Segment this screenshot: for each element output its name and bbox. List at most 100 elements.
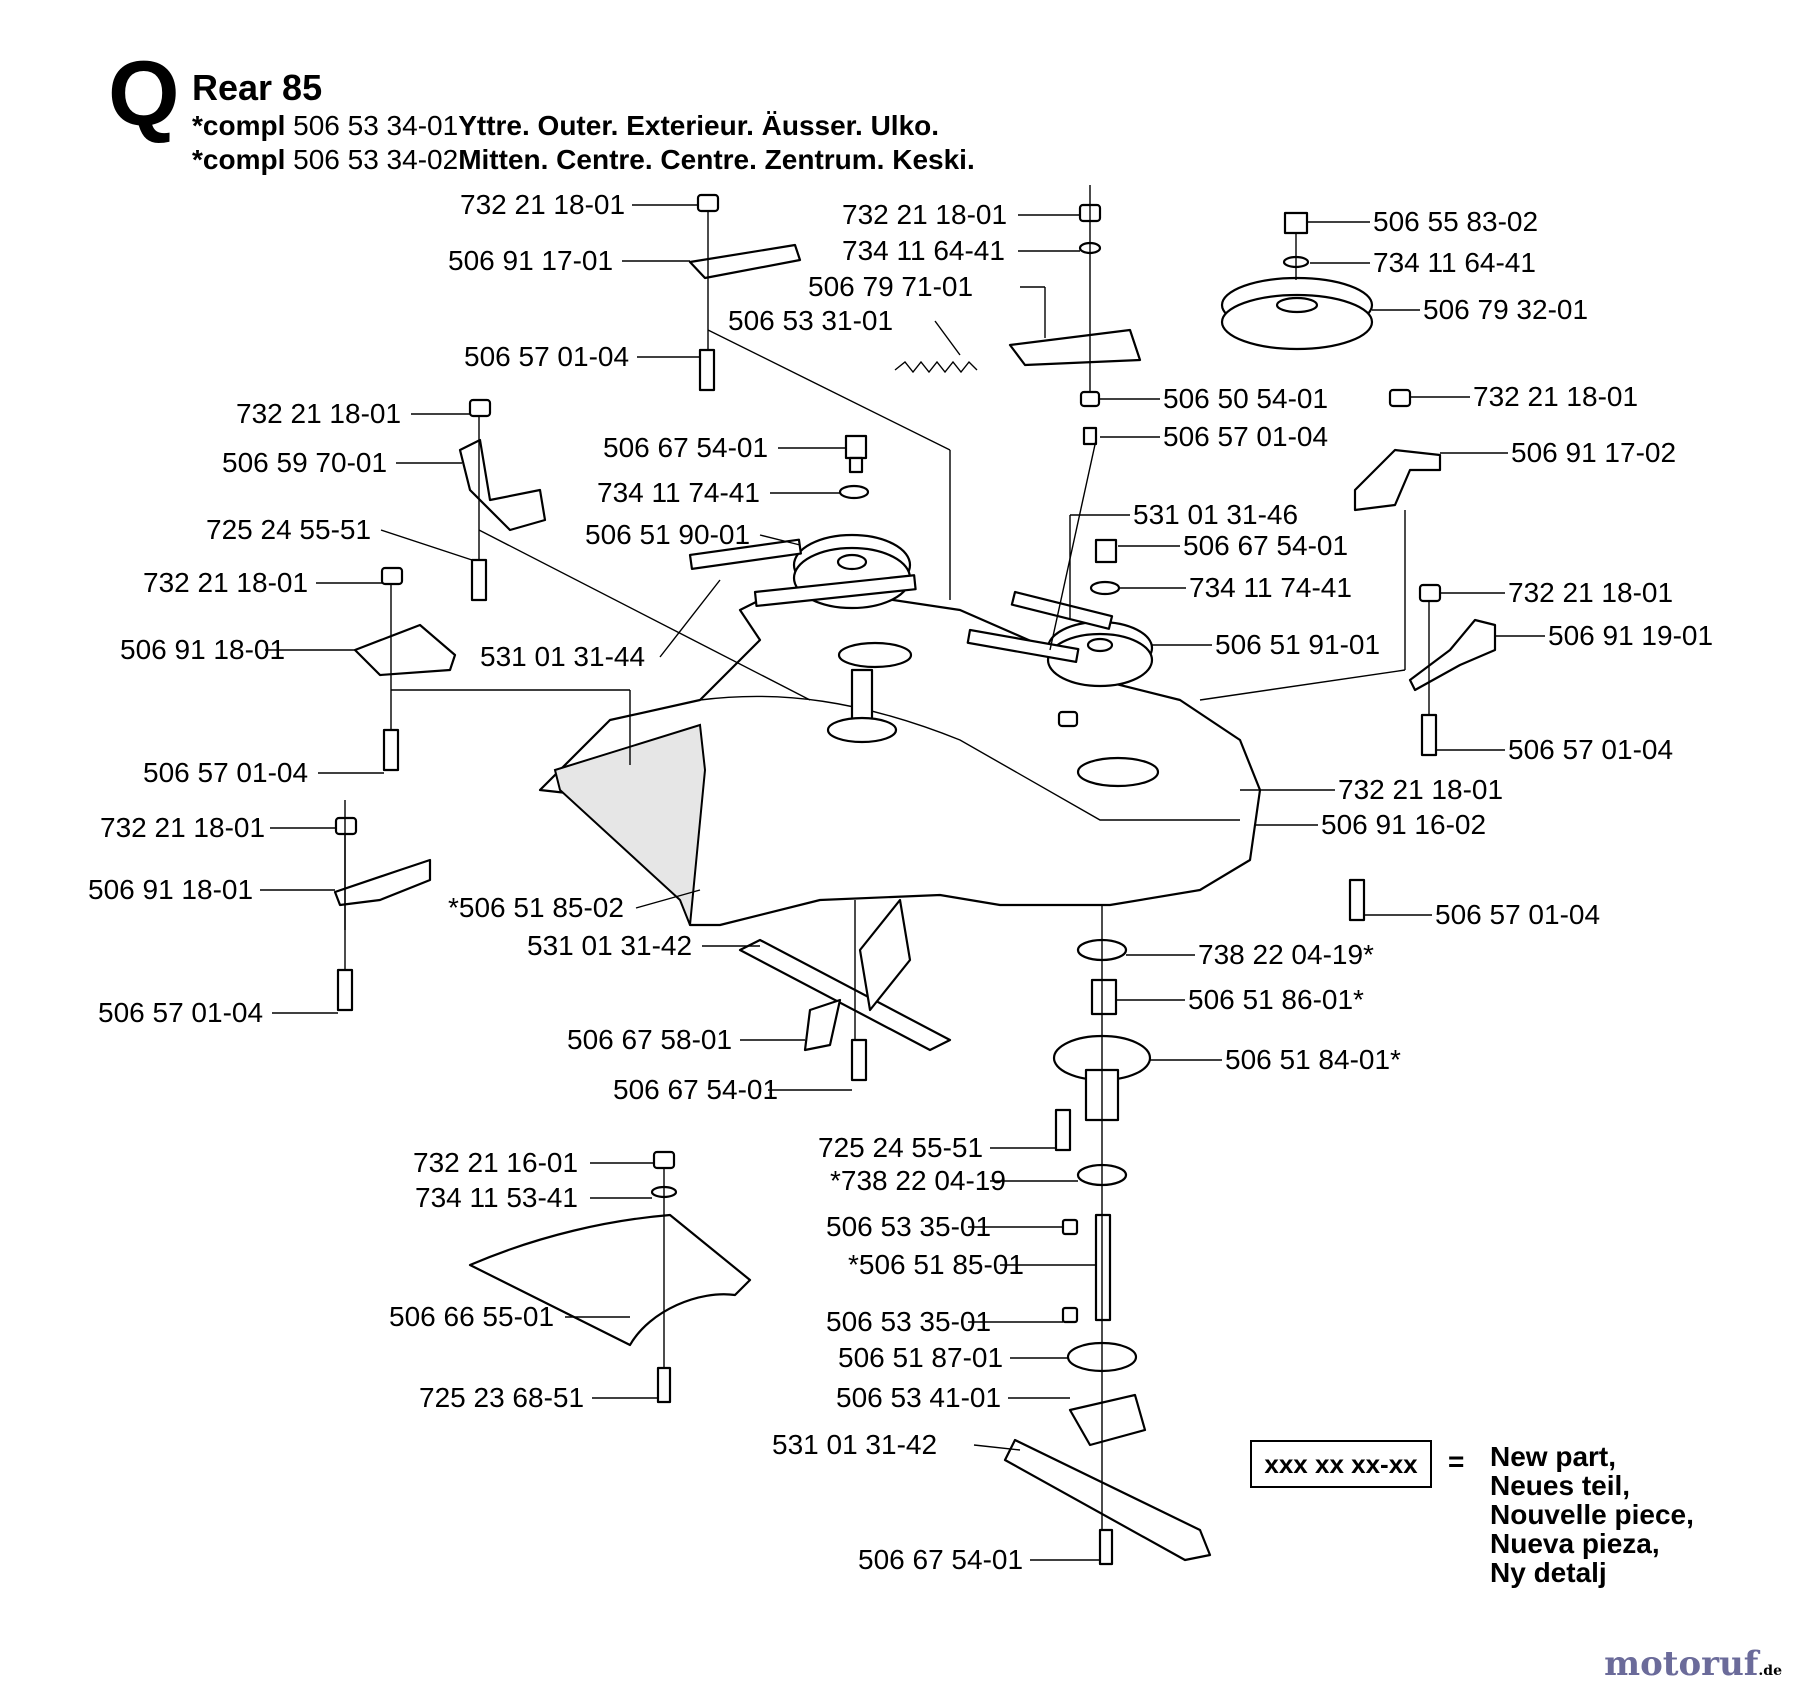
nut [468, 398, 492, 418]
part-label: 725 24 55-51 [818, 1132, 983, 1163]
bracket-right-lower [1408, 618, 1497, 692]
assembly-axis-lines [344, 185, 1430, 1530]
part-label: 506 57 01-04 [1163, 421, 1328, 452]
part-label: 506 91 19-01 [1548, 620, 1713, 651]
pulley-large-bottom [1220, 293, 1374, 351]
blade-upper [738, 938, 952, 1052]
part-label: 732 21 18-01 [100, 812, 265, 843]
compl-line-1: *compl 506 53 34-01Yttre. Outer. Exterie… [192, 109, 975, 143]
compl-prefix: *compl [192, 143, 286, 175]
part-label: 531 01 31-42 [527, 930, 692, 961]
discharge-chute [468, 1213, 752, 1347]
part-label: 506 79 32-01 [1423, 294, 1588, 325]
bracket-top-left [688, 243, 802, 280]
bolt [850, 1038, 868, 1082]
spindle-shaft [1094, 1213, 1112, 1322]
part-label: 506 67 54-01 [603, 432, 768, 463]
part-label: 732 21 18-01 [143, 567, 308, 598]
bolt [1054, 1108, 1072, 1152]
part-label: 734 11 74-41 [597, 477, 760, 508]
part-label: 506 53 35-01 [826, 1306, 991, 1337]
belt-right-a [1010, 590, 1114, 630]
bolt [1348, 878, 1366, 922]
part-label: 506 91 16-02 [1321, 809, 1486, 840]
part-label: 732 21 18-01 [236, 398, 401, 429]
bolt [1098, 1528, 1114, 1566]
pin [1061, 1218, 1079, 1236]
compl-line-2: *compl 506 53 34-02Mitten. Centre. Centr… [192, 143, 975, 177]
belt-left-a [688, 538, 802, 570]
part-label: 506 51 86-01* [1188, 984, 1364, 1015]
nut [1079, 390, 1101, 408]
nut [652, 1150, 676, 1170]
bolt [656, 1366, 672, 1404]
part-label: 732 21 16-01 [413, 1147, 578, 1178]
part-label: 734 11 53-41 [415, 1182, 578, 1213]
part-label: 732 21 18-01 [1508, 577, 1673, 608]
compl-number: 506 53 34-02 [293, 143, 459, 175]
nut [696, 193, 720, 213]
part-label: 506 53 41-01 [836, 1382, 1001, 1413]
part-label: 725 24 55-51 [206, 514, 371, 545]
deck-hole-right [1076, 756, 1160, 788]
part-label: 506 57 01-04 [143, 757, 308, 788]
legend-item: Neues teil, [1490, 1470, 1631, 1501]
bolt-head [1283, 211, 1309, 235]
part-label: 506 57 01-04 [1435, 899, 1600, 930]
tension-arm [1008, 328, 1142, 367]
part-label: 506 51 84-01* [1225, 1044, 1401, 1075]
part-labels: 732 21 18-01 506 91 17-01 506 57 01-04 7… [88, 189, 1713, 1575]
nut [1388, 388, 1412, 408]
part-label: 531 01 31-44 [480, 641, 645, 672]
part-label: 506 53 35-01 [826, 1211, 991, 1242]
legend-item: Nouvelle piece, [1490, 1499, 1694, 1530]
part-label: 506 59 70-01 [222, 447, 387, 478]
part-label: 506 57 01-04 [464, 341, 629, 372]
bolt [1420, 713, 1438, 757]
deck-spindle-base [826, 716, 898, 744]
diagram-header: Rear 85 *compl 506 53 34-01Yttre. Outer.… [192, 66, 975, 176]
bolt [698, 348, 716, 392]
belt-guide-left [458, 438, 547, 532]
part-label: 506 79 71-01 [808, 271, 973, 302]
pulley-large-hub [1275, 296, 1319, 314]
part-label: 734 11 74-41 [1189, 572, 1352, 603]
part-label: 734 11 64-41 [842, 235, 1005, 266]
legend-item: Nueva pieza, [1490, 1528, 1660, 1559]
blade-fin-lower [803, 998, 842, 1052]
nut [1418, 583, 1442, 603]
part-label: 531 01 31-42 [772, 1429, 937, 1460]
part-label: *506 51 85-01 [848, 1249, 1024, 1280]
part-label: 732 21 18-01 [460, 189, 625, 220]
fasteners [334, 193, 1442, 1566]
bracket-left-mid [353, 623, 457, 677]
part-label: 506 51 90-01 [585, 519, 750, 550]
compl-number: 506 53 34-01 [293, 110, 459, 142]
part-label: 725 23 68-51 [419, 1382, 584, 1413]
belt-right-b [966, 628, 1080, 664]
bracket-right-upper [1353, 448, 1442, 512]
part-label: 506 53 31-01 [728, 305, 893, 336]
part-label: 506 50 54-01 [1163, 383, 1328, 414]
pin [1061, 1306, 1079, 1324]
part-label: 506 57 01-04 [1508, 734, 1673, 765]
washer [1089, 580, 1121, 596]
watermark-tld: .de [1758, 1663, 1782, 1679]
legend-new-part-list: New part, Neues teil, Nouvelle piece, Nu… [1490, 1442, 1694, 1587]
legend-item: New part, [1490, 1441, 1617, 1472]
section-letter: Q [108, 43, 180, 145]
belt-left-b [753, 574, 917, 608]
pulley-left-hub [836, 553, 868, 571]
watermark: motoruf.de [1604, 1644, 1782, 1684]
bolt [336, 968, 354, 1012]
bolt [1082, 426, 1098, 446]
part-label: 506 67 58-01 [567, 1024, 732, 1055]
bolt [470, 558, 488, 602]
deck-hole-left [837, 641, 913, 669]
part-label: 506 67 54-01 [1183, 530, 1348, 561]
part-label: *738 22 04-19 [830, 1165, 1006, 1196]
nut [1057, 710, 1079, 728]
part-label: 732 21 18-01 [1338, 774, 1503, 805]
part-label: 738 22 04-19* [1198, 939, 1374, 970]
